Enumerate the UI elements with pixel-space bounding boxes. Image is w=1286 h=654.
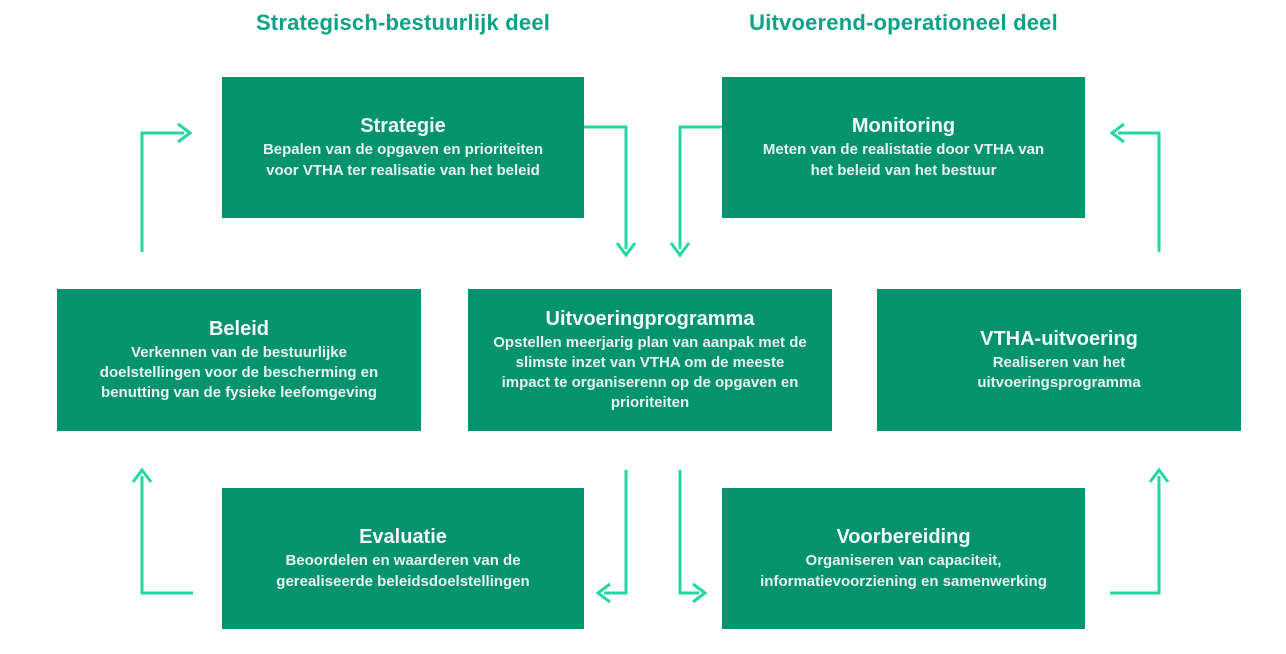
node-monitoring: Monitoring Meten van de realistatie door… [722,77,1085,218]
arrow-uitvoeringprogramma-to-evaluatie [595,470,628,604]
arrow-uitvoeringprogramma-to-voorbereiding [678,470,708,604]
node-evaluatie: Evaluatie Beoordelen en waarderen van de… [222,488,584,629]
node-title: Evaluatie [359,526,447,549]
node-uitvoeringprogramma: Uitvoeringprogramma Opstellen meerjarig … [468,289,832,431]
node-description: Opstellen meerjarig plan van aanpak met … [493,333,807,412]
node-description: Organiseren van capaciteit, informatievo… [760,552,1047,590]
node-title: Strategie [360,115,446,138]
arrow-evaluatie-to-beleid [131,467,193,595]
node-beleid: Beleid Verkennen van de bestuurlijke doe… [57,289,421,431]
node-title: Voorbereiding [836,526,971,549]
arrow-vtha-to-monitoring [1109,122,1161,252]
arrow-monitoring-to-uitvoeringprogramma [669,125,722,258]
section-header-uitvoerend: Uitvoerend-operationeel deel [749,10,1058,35]
node-title: Beleid [208,317,270,340]
node-description: Verkennen van de bestuurlijke doelstelli… [99,343,379,402]
node-voorbereiding: Voorbereiding Organiseren van capaciteit… [722,488,1085,629]
node-title: Monitoring [851,115,956,138]
arrow-beleid-to-strategie [140,122,193,252]
node-title: VTHA-uitvoering [980,327,1138,350]
node-description: Bepalen van de opgaven en prioriteiten v… [262,141,544,179]
node-description: Beoordelen en waarderen van de gerealise… [276,552,530,590]
arrow-strategie-to-uitvoeringprogramma [584,125,637,258]
arrow-voorbereiding-to-vtha [1110,467,1170,595]
node-description: Meten van de realistatie door VTHA van h… [762,141,1045,179]
node-description: Realiseren van het uitvoeringsprogramma [977,353,1141,391]
node-title: Uitvoeringprogramma [545,307,755,330]
section-header-strategisch: Strategisch-bestuurlijk deel [255,10,551,35]
node-strategie: Strategie Bepalen van de opgaven en prio… [222,77,584,218]
node-vtha-uitvoering: VTHA-uitvoering Realiseren van het uitvo… [877,289,1241,431]
